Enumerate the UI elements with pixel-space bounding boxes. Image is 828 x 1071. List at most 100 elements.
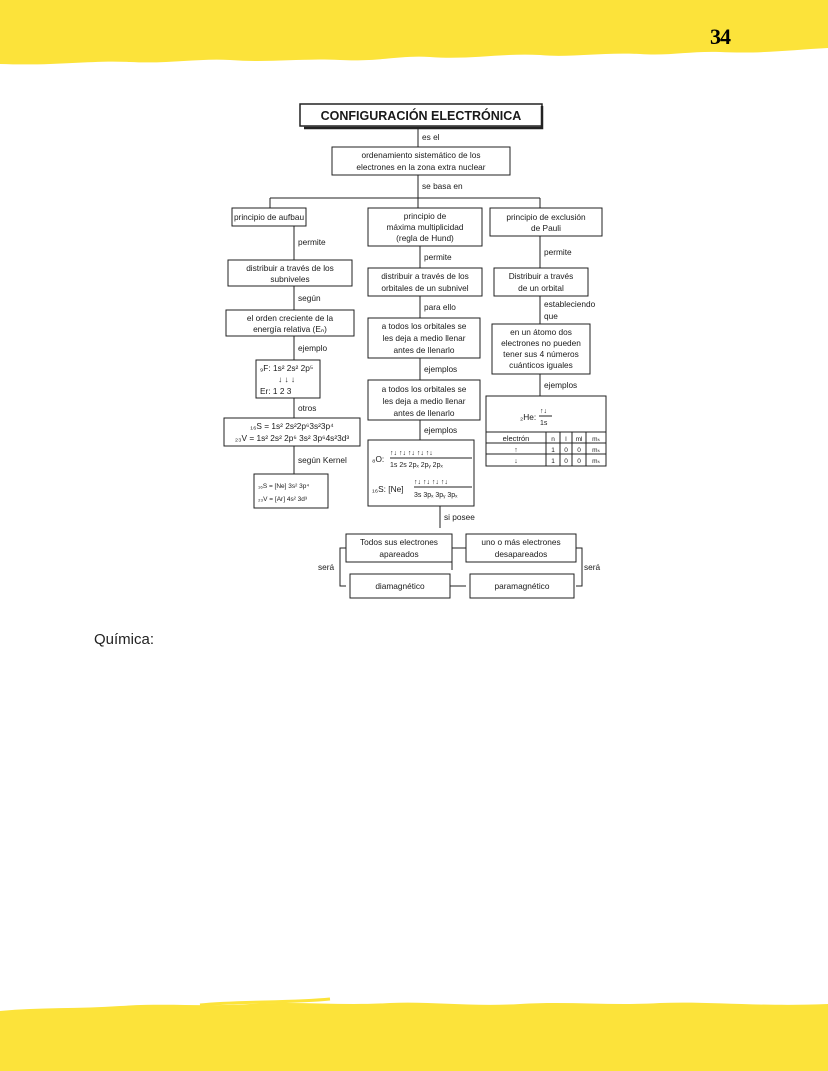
aufbau-config-v: ₂₃V = 1s² 2s² 2p⁶ 3s² 3p⁶4s²3d³ xyxy=(235,433,349,443)
aufbau-config-s: ₁₆S = 1s² 2s²2p⁶3s²3p⁴ xyxy=(250,421,334,431)
diamagnetic-box: diamagnético xyxy=(349,573,451,599)
table-row-1-ml: 0 xyxy=(577,447,581,454)
title-text: CONFIGURACIÓN ELECTRÓNICA xyxy=(321,108,522,123)
table-header-l: l xyxy=(565,436,567,443)
hund-rule-2-line-1: a todos los orbitales se xyxy=(382,384,467,394)
hund-example-s-label: ₁₆S: [Ne] xyxy=(372,484,404,494)
aufbau-desc-line-2: subniveles xyxy=(270,274,309,284)
hund-title-line-1: principio de xyxy=(404,211,447,221)
diamagnetic-text: diamagnético xyxy=(375,581,425,591)
hund-rule-1-box: a todos los orbitales se les deja a medi… xyxy=(367,317,481,359)
table-row-1-n: 1 xyxy=(551,447,555,454)
pauli-desc-line-1: Distribuir a través xyxy=(509,271,574,281)
aufbau-link-segun: según xyxy=(298,293,321,303)
hund-rule-1-line-3: antes de llenarlo xyxy=(394,345,455,355)
table-header-ml: ml xyxy=(576,436,583,443)
hund-desc-box: distribuir a través de los orbitales de … xyxy=(367,267,483,297)
hund-rule-1-line-2: les deja a medio llenar xyxy=(382,333,465,343)
hund-examples-box: ₈O: ↑↓ ↑↓ ↑↓ ↑↓ ↑↓ 1s 2s 2pₓ 2pᵧ 2pₓ ₁₆S… xyxy=(367,439,475,507)
unpaired-line-2: desapareados xyxy=(495,549,548,559)
pauli-link-que: que xyxy=(544,311,558,321)
link-es-el: es el xyxy=(422,132,440,142)
link-se-basa-en: se basa en xyxy=(422,181,463,191)
aufbau-desc-line-1: distribuir a través de los xyxy=(246,263,334,273)
quantum-number-table: electrón n l ml mₛ ↑ 1 0 0 mₛ ↓ 1 0 0 mₛ xyxy=(486,431,606,466)
aufbau-example-box: ₉F: 1s² 2s² 2p⁵ ↓ ↓ ↓ Er: 1 2 3 xyxy=(255,359,321,399)
bottom-yellow-band xyxy=(0,995,828,1071)
aufbau-desc-box: distribuir a través de los subniveles xyxy=(227,259,353,287)
aufbau-title: principio de aufbau xyxy=(234,212,305,222)
hund-desc-line-2: orbitales de un subnivel xyxy=(381,283,468,293)
aufbau-kernel-s: ₁₆S = [Ne] 3s² 3p⁴ xyxy=(258,483,309,490)
hund-example-o-label: ₈O: xyxy=(372,454,384,464)
pauli-rule-line-4: cuánticos iguales xyxy=(509,360,573,370)
aufbau-link-otros: otros xyxy=(298,403,316,413)
definition-line-2: electrones en la zona extra nuclear xyxy=(356,162,485,172)
page-number: 34 xyxy=(710,24,731,49)
aufbau-title-box: principio de aufbau xyxy=(231,207,307,227)
aufbau-order-box: el orden creciente de la energía relativ… xyxy=(225,309,355,337)
pauli-title-line-1: principio de exclusión xyxy=(506,212,586,222)
pauli-link-permite: permite xyxy=(544,247,572,257)
unpaired-line-1: uno o más electrones xyxy=(481,537,560,547)
pauli-rule-line-3: tener sus 4 números xyxy=(503,349,579,359)
hund-example-o-pairs: ↑↓ ↑↓ ↑↓ ↑↓ ↑↓ xyxy=(390,450,433,457)
hund-link-si-posee: si posee xyxy=(444,512,475,522)
hund-link-para-ello: para ello xyxy=(424,302,456,312)
pauli-desc-box: Distribuir a través de un orbital xyxy=(493,267,589,297)
caption-quimica: Química: xyxy=(94,631,155,648)
hund-title-line-2: máxima multiplicidad xyxy=(386,222,463,232)
table-row-2-ml: 0 xyxy=(577,458,581,465)
pauli-rule-line-1: en un átomo dos xyxy=(510,327,572,337)
table-header-n: n xyxy=(551,436,555,443)
pauli-he-orbital: 1s xyxy=(540,420,548,427)
table-row-1-electron: ↑ xyxy=(514,447,518,454)
paramagnetic-box: paramagnético xyxy=(469,573,575,599)
table-header-electron: electrón xyxy=(503,434,530,443)
pauli-rule-box: en un átomo dos electrones no pueden ten… xyxy=(491,323,591,375)
pauli-link-estableciendo: estableciendo xyxy=(544,299,596,309)
aufbau-example-arrows: ↓ ↓ ↓ xyxy=(278,374,295,384)
pauli-he-label: ₂He: xyxy=(520,412,536,422)
pauli-desc-line-2: de un orbital xyxy=(518,283,564,293)
definition-box: ordenamiento sistemático de los electron… xyxy=(331,146,511,176)
hund-rule-2-line-3: antes de llenarlo xyxy=(394,408,455,418)
table-row-1-ms: mₛ xyxy=(592,447,600,454)
title-box: CONFIGURACIÓN ELECTRÓNICA xyxy=(299,103,544,130)
aufbau-link-kernel: según Kernel xyxy=(298,455,347,465)
unpaired-box: uno o más electrones desapareados xyxy=(465,533,577,563)
definition-line-1: ordenamiento sistemático de los xyxy=(362,150,481,160)
pauli-rule-line-2: electrones no pueden xyxy=(501,338,581,348)
hund-link-ejemplos-1: ejemplos xyxy=(424,364,457,374)
hund-example-s-pairs: ↑↓ ↑↓ ↑↓ ↑↓ xyxy=(414,479,448,486)
aufbau-order-line-1: el orden creciente de la xyxy=(247,313,334,323)
pauli-title-box: principio de exclusión de Pauli xyxy=(489,207,603,237)
sera-left: será xyxy=(318,562,335,572)
sera-right: será xyxy=(584,562,601,572)
hund-desc-line-1: distribuir a través de los xyxy=(381,271,469,281)
table-row-2-electron: ↓ xyxy=(514,458,518,465)
paired-line-2: apareados xyxy=(379,549,418,559)
hund-rule-1-line-1: a todos los orbitales se xyxy=(382,321,467,331)
table-row-1-l: 0 xyxy=(564,447,568,454)
hund-link-ejemplos-2: ejemplos xyxy=(424,425,457,435)
hund-title-line-3: (regla de Hund) xyxy=(396,233,454,243)
table-row-2-l: 0 xyxy=(564,458,568,465)
table-row-2-n: 1 xyxy=(551,458,555,465)
hund-link-permite: permite xyxy=(424,252,452,262)
paramagnetic-text: paramagnético xyxy=(495,581,550,591)
hund-example-o-orbitals: 1s 2s 2pₓ 2pᵧ 2pₓ xyxy=(390,462,443,469)
pauli-example-box: ₂He: ↑↓ 1s electrón n l ml mₛ ↑ 1 0 0 mₛ… xyxy=(485,395,607,467)
hund-title-box: principio de máxima multiplicidad (regla… xyxy=(367,207,483,247)
aufbau-link-permite: permite xyxy=(298,237,326,247)
aufbau-kernel-v: ₂₃V = [Ar] 4s² 3d³ xyxy=(258,496,308,503)
aufbau-example-config: ₉F: 1s² 2s² 2p⁵ xyxy=(260,363,313,373)
aufbau-order-line-2: energía relativa (Eₙ) xyxy=(253,324,327,334)
hund-example-s-orbitals: 3s 3pₓ 3pᵧ 3pₓ xyxy=(414,492,458,499)
top-yellow-band xyxy=(0,0,828,80)
pauli-link-ejemplos: ejemplos xyxy=(544,380,577,390)
aufbau-kernel-box: ₁₆S = [Ne] 3s² 3p⁴ ₂₃V = [Ar] 4s² 3d³ xyxy=(253,473,329,509)
aufbau-example-er: Er: 1 2 3 xyxy=(260,386,292,396)
table-row-2-ms: mₛ xyxy=(592,458,600,465)
pauli-he-pair: ↑↓ xyxy=(540,408,547,415)
